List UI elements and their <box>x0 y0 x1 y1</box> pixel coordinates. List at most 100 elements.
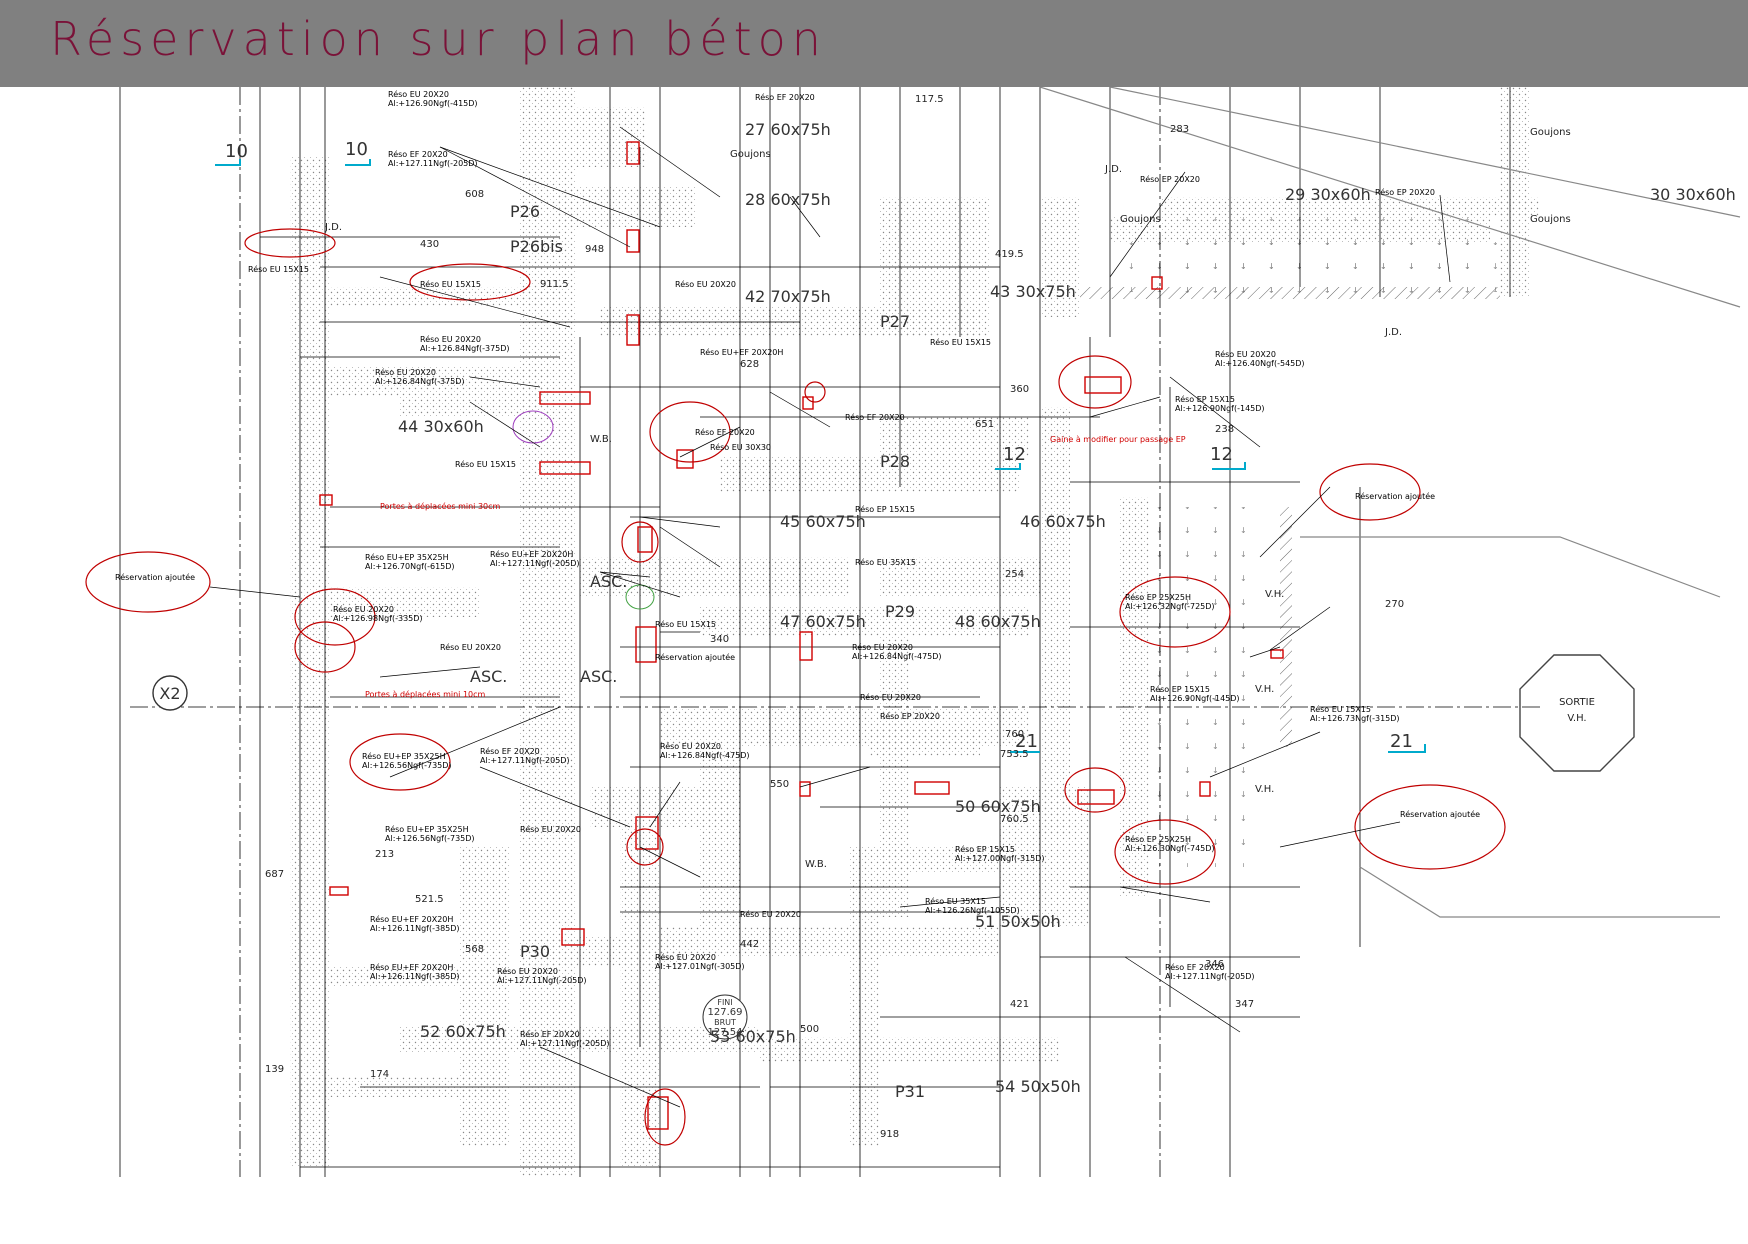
svg-text:127.54: 127.54 <box>708 1027 743 1038</box>
svg-text:Al:+126.90Ngf(-145D): Al:+126.90Ngf(-145D) <box>1175 404 1265 413</box>
svg-text:Réso EU 20X20: Réso EU 20X20 <box>440 642 501 652</box>
svg-text:Réso EP 25X25H: Réso EP 25X25H <box>1125 834 1191 844</box>
svg-text:Réso EU 20X20: Réso EU 20X20 <box>520 824 581 834</box>
purple-marker <box>512 410 554 444</box>
svg-text:Réso EU+EF 20X20H: Réso EU+EF 20X20H <box>370 962 453 972</box>
svg-text:360: 360 <box>1010 384 1029 395</box>
svg-text:Réso EU 30X30: Réso EU 30X30 <box>710 442 771 452</box>
svg-text:Al:+126.70Ngf(-615D): Al:+126.70Ngf(-615D) <box>365 562 455 571</box>
beam-30: 30 30x60h <box>1650 185 1736 204</box>
dimension-values: 430 608 948 911.5 419.5 651 340 760 753.… <box>265 94 1404 1140</box>
svg-text:Réso EP 20X20: Réso EP 20X20 <box>1140 174 1200 184</box>
svg-text:Réso EU 35X15: Réso EU 35X15 <box>855 557 916 567</box>
svg-text:Al:+127.11Ngf(-205D): Al:+127.11Ngf(-205D) <box>520 1039 610 1048</box>
vh-label: V.H. <box>1265 589 1284 600</box>
vh-label: V.H. <box>1255 684 1274 695</box>
hatched-strip <box>1080 287 1500 299</box>
svg-text:687: 687 <box>265 869 284 880</box>
pillar-p26: P26 <box>510 202 540 221</box>
slab-zone <box>1160 217 1490 297</box>
svg-text:Réso EU 15X15: Réso EU 15X15 <box>420 279 481 289</box>
svg-text:Al:+127.11Ngf(-205D): Al:+127.11Ngf(-205D) <box>1165 972 1255 981</box>
svg-text:BRUT: BRUT <box>714 1018 736 1027</box>
svg-text:Réso EU 15X15: Réso EU 15X15 <box>1310 704 1371 714</box>
svg-text:10: 10 <box>345 139 368 160</box>
svg-text:12: 12 <box>1210 444 1233 465</box>
svg-text:Al:+126.40Ngf(-545D): Al:+126.40Ngf(-545D) <box>1215 359 1305 368</box>
beam-45: 45 60x75h <box>780 512 866 531</box>
slab-zone <box>1150 507 1250 867</box>
svg-text:Réso EU 15X15: Réso EU 15X15 <box>655 619 716 629</box>
svg-text:Réso EP 15X15: Réso EP 15X15 <box>1175 394 1235 404</box>
svg-text:Réso EU 20X20: Réso EU 20X20 <box>852 642 913 652</box>
goujons-label: Goujons <box>1530 127 1571 138</box>
beam-54: 54 50x50h <box>995 1077 1081 1096</box>
svg-text:12: 12 <box>1003 444 1026 465</box>
beam-47: 47 60x75h <box>780 612 866 631</box>
beam-51: 51 50x50h <box>975 912 1061 931</box>
svg-text:Réso EU 20X20: Réso EU 20X20 <box>660 741 721 751</box>
svg-text:500: 500 <box>800 1024 819 1035</box>
svg-text:Réso EU+EP 35X25H: Réso EU+EP 35X25H <box>362 751 446 761</box>
plan-drawing[interactable]: ↓ <box>0 86 1748 1240</box>
leader-lines <box>209 126 1451 1108</box>
pillar-p26bis: P26bis <box>510 237 563 256</box>
svg-text:Réso EU 20X20: Réso EU 20X20 <box>497 966 558 976</box>
svg-text:Réso EP 15X15: Réso EP 15X15 <box>855 504 915 514</box>
svg-text:Réso EF 20X20: Réso EF 20X20 <box>755 92 815 102</box>
svg-text:Réso EU+EF 20X20H: Réso EU+EF 20X20H <box>700 347 783 357</box>
svg-text:Réservation ajoutée: Réservation ajoutée <box>655 652 735 662</box>
svg-text:Réservation ajoutée: Réservation ajoutée <box>1400 809 1480 819</box>
beam-42: 42 70x75h <box>745 287 831 306</box>
jd-label: J.D. <box>1384 327 1402 338</box>
svg-text:911.5: 911.5 <box>540 279 569 290</box>
wb-label: W.B. <box>805 859 827 870</box>
svg-text:Réso EF 20X20: Réso EF 20X20 <box>1165 962 1225 972</box>
jd-label: J.D. <box>1104 164 1122 175</box>
svg-text:753.5: 753.5 <box>1000 749 1029 760</box>
svg-text:283: 283 <box>1170 124 1189 135</box>
level-bubble: FINI 127.69 BRUT 127.54 <box>702 994 748 1040</box>
svg-text:Réso EU 35X15: Réso EU 35X15 <box>925 896 986 906</box>
beam-50: 50 60x75h <box>955 797 1041 816</box>
vh-label: V.H. <box>1255 784 1274 795</box>
svg-text:Al:+126.98Ngf(-335D): Al:+126.98Ngf(-335D) <box>333 614 423 623</box>
svg-text:Réservation ajoutée: Réservation ajoutée <box>115 572 195 582</box>
svg-text:Portes à déplacées mini 10cm: Portes à déplacées mini 10cm <box>365 689 486 699</box>
asc-label: ASC. <box>470 667 507 686</box>
beam-44: 44 30x60h <box>398 417 484 436</box>
revision-clouds[interactable] <box>85 228 1506 1146</box>
svg-text:Réso EU+EF 20X20H: Réso EU+EF 20X20H <box>490 549 573 559</box>
x2-label: X2 <box>159 684 180 703</box>
svg-text:Réso EU 15X15: Réso EU 15X15 <box>455 459 516 469</box>
svg-text:Réso EU 20X20: Réso EU 20X20 <box>388 89 449 99</box>
svg-text:Al:+126.11Ngf(-385D): Al:+126.11Ngf(-385D) <box>370 972 460 981</box>
svg-text:Réso EU 20X20: Réso EU 20X20 <box>675 279 736 289</box>
svg-text:442: 442 <box>740 939 759 950</box>
svg-text:10: 10 <box>225 141 248 162</box>
svg-text:Réso EU 20X20: Réso EU 20X20 <box>333 604 394 614</box>
svg-text:Réso EU+EP 35X25H: Réso EU+EP 35X25H <box>385 824 469 834</box>
svg-text:Al:+126.32Ngf(-725D): Al:+126.32Ngf(-725D) <box>1125 602 1215 611</box>
svg-text:918: 918 <box>880 1129 899 1140</box>
svg-text:Réso EP 15X15: Réso EP 15X15 <box>1150 684 1210 694</box>
sortie-label: SORTIE <box>1559 697 1595 708</box>
svg-text:FINI: FINI <box>717 998 732 1007</box>
svg-text:347: 347 <box>1235 999 1254 1010</box>
svg-text:Al:+126.90Ngf(-415D): Al:+126.90Ngf(-415D) <box>388 99 478 108</box>
title-bar: Réservation sur plan béton <box>0 0 1748 87</box>
pillar-p31: P31 <box>895 1082 925 1101</box>
wb-label: W.B. <box>590 434 612 445</box>
axis-bubble-x2: X2 <box>152 675 188 711</box>
svg-text:127.69: 127.69 <box>708 1007 743 1018</box>
svg-text:Réso EP 20X20: Réso EP 20X20 <box>880 711 940 721</box>
svg-text:Portes à déplacées mini 30cm: Portes à déplacées mini 30cm <box>380 501 501 511</box>
svg-text:213: 213 <box>375 849 394 860</box>
reservation-boxes[interactable] <box>319 141 1284 1130</box>
svg-text:Al:+127.00Ngf(-315D): Al:+127.00Ngf(-315D) <box>955 854 1045 863</box>
reservation-labels: Réso EU 20X20 Al:+126.90Ngf(-415D) Réso … <box>115 89 1480 1048</box>
svg-text:Réso EU 15X15: Réso EU 15X15 <box>930 337 991 347</box>
page-title: Réservation sur plan béton <box>50 12 827 66</box>
svg-text:Réso EU 20X20: Réso EU 20X20 <box>1215 349 1276 359</box>
svg-text:Al:+127.01Ngf(-305D): Al:+127.01Ngf(-305D) <box>655 962 745 971</box>
